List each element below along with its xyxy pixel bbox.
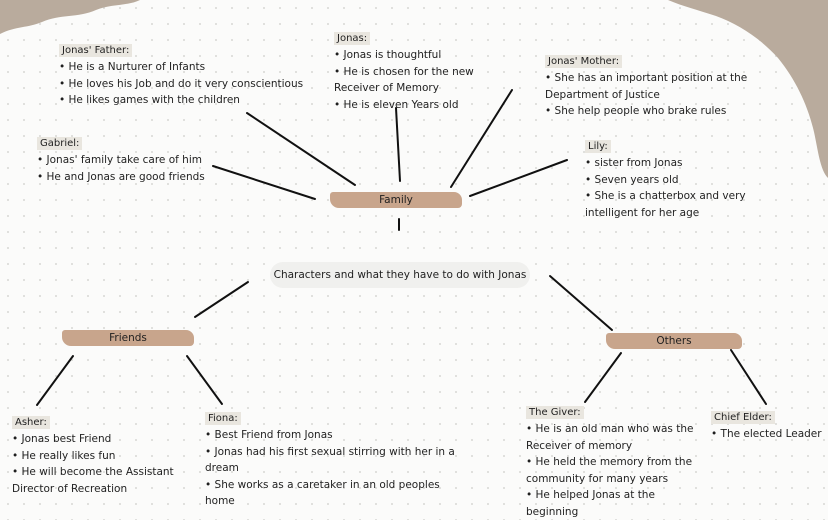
node-mother-title: Jonas' Mother: <box>545 55 623 68</box>
list-item: • She has an important position at the D… <box>545 72 748 101</box>
node-asher: Asher: • Jonas best Friend • He really l… <box>12 414 182 497</box>
node-lily-title: Lily: <box>585 140 611 153</box>
tag-others: Others <box>606 333 742 349</box>
line-jonas <box>395 107 401 182</box>
list-item: • sister from Jonas <box>585 157 683 169</box>
list-item: • Jonas had his first sexual stirring wi… <box>205 445 455 475</box>
node-mother: Jonas' Mother: • She has an important po… <box>545 53 760 120</box>
list-item: • She is a chatterbox and very intellige… <box>585 190 746 219</box>
line-others <box>549 275 613 331</box>
node-lily: Lily: • sister from Jonas • Seven years … <box>585 138 800 221</box>
list-item: • Best Friend from Jonas <box>205 429 333 441</box>
node-jonas: Jonas: • Jonas is thoughtful • He is cho… <box>334 30 510 113</box>
line-elder <box>730 349 767 405</box>
center-label: Characters and what they have to do with… <box>270 262 530 288</box>
paper-corner-top-left <box>0 0 140 34</box>
list-item: • He is a Nurturer of Infants <box>59 61 206 73</box>
tag-family-label: Family <box>379 194 413 206</box>
list-item: • The elected Leader <box>711 428 822 440</box>
list-item: • He likes games with the children <box>59 94 240 106</box>
list-item: • He really likes fun <box>12 449 116 462</box>
list-item: • He held the memory from the community … <box>526 456 693 485</box>
tag-others-label: Others <box>656 335 692 347</box>
tag-friends-label: Friends <box>109 332 147 344</box>
node-giver-title: The Giver: <box>526 406 584 419</box>
list-item: • He and Jonas are good friends <box>37 170 205 183</box>
list-item: • He is an old man who was the Receiver … <box>526 423 694 452</box>
list-item: • Seven years old <box>585 173 679 186</box>
node-giver: The Giver: • He is an old man who was th… <box>526 404 706 520</box>
node-asher-title: Asher: <box>12 416 50 429</box>
line-fiona <box>186 355 223 405</box>
line-giver <box>584 352 622 403</box>
list-item: • Jonas is thoughtful <box>334 49 442 61</box>
line-mother <box>450 89 513 188</box>
line-gabriel <box>212 165 316 200</box>
line-friends <box>194 281 249 318</box>
list-item: • She works as a caretaker in an old peo… <box>205 478 440 508</box>
list-item: • He is eleven Years old <box>334 98 459 111</box>
node-fiona: Fiona: • Best Friend from Jonas • Jonas … <box>205 410 455 510</box>
node-jonas-title: Jonas: <box>334 32 371 45</box>
node-elder: Chief Elder: • The elected Leader <box>711 409 823 443</box>
line-father <box>246 112 356 186</box>
list-item: • Jonas best Friend <box>12 433 112 445</box>
node-elder-title: Chief Elder: <box>711 411 775 424</box>
line-lily <box>469 159 568 197</box>
list-item: • He helped Jonas at the beginning <box>526 489 655 518</box>
node-father: Jonas' Father: • He is a Nurturer of Inf… <box>59 42 309 109</box>
tag-friends: Friends <box>62 330 194 346</box>
list-item: • He is chosen for the new Receiver of M… <box>334 65 474 95</box>
node-father-title: Jonas' Father: <box>59 44 133 57</box>
line-asher <box>36 355 74 406</box>
tag-family: Family <box>330 192 462 208</box>
list-item: • He will become the Assistant Director … <box>12 466 174 495</box>
node-gabriel-title: Gabriel: <box>37 137 83 150</box>
list-item: • He loves his Job and do it very consci… <box>59 77 304 90</box>
list-item: • Jonas' family take care of him <box>37 154 202 166</box>
node-gabriel: Gabriel: • Jonas' family take care of hi… <box>37 135 217 185</box>
list-item: • She help people who brake rules <box>545 105 727 117</box>
node-fiona-title: Fiona: <box>205 412 241 425</box>
paper-corner-top-right <box>668 0 828 178</box>
